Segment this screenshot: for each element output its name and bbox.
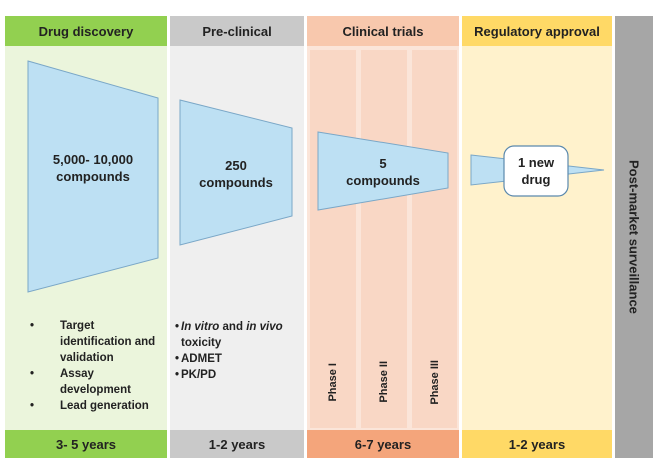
phase-label-1: Phase I — [327, 362, 339, 402]
footer-drug-discovery: 3- 5 years — [5, 430, 167, 458]
preclinical-count-label: 250 compounds — [199, 158, 273, 190]
header-regulatory-approval: Regulatory approval — [462, 16, 612, 46]
header-clinical-trials: Clinical trials — [307, 16, 459, 46]
new-drug-box — [503, 145, 569, 197]
list-item: Target identification and validation — [30, 318, 166, 366]
header-pre-clinical: Pre-clinical — [170, 16, 304, 46]
discovery-count-label: 5,000- 10,000 compounds — [52, 152, 134, 184]
phase-column-2 — [361, 50, 407, 428]
list-item: Assay development — [30, 366, 166, 398]
phase-column-3 — [412, 50, 457, 428]
discovery-activities-list: Target identification and validation Ass… — [30, 318, 166, 414]
footer-clinical-trials: 6-7 years — [307, 430, 459, 458]
list-item: In vitro and in vivo toxicity — [175, 319, 303, 351]
post-market-label: Post-market surveillance — [626, 160, 642, 314]
phase-label-2: Phase II — [378, 361, 390, 403]
list-item: ADMET — [175, 351, 303, 367]
phase-column-1 — [310, 50, 356, 428]
column-regulatory-approval — [462, 46, 612, 430]
phase-label-3: Phase III — [429, 359, 441, 405]
footer-pre-clinical: 1-2 years — [170, 430, 304, 458]
list-item: Lead generation — [30, 398, 166, 414]
header-drug-discovery: Drug discovery — [5, 16, 167, 46]
footer-regulatory-approval: 1-2 years — [462, 430, 612, 458]
list-item: PK/PD — [175, 367, 303, 383]
funnel-pre-clinical — [179, 99, 293, 246]
preclinical-activities-list: In vitro and in vivo toxicity ADMET PK/P… — [175, 319, 303, 383]
funnel-clinical-trials — [317, 131, 449, 211]
funnel-drug-discovery — [27, 60, 159, 293]
clinical-count-label: 5 compounds — [346, 156, 420, 188]
post-market-bar: Post-market surveillance — [615, 16, 653, 458]
new-drug-label: 1 new drug — [517, 155, 555, 187]
